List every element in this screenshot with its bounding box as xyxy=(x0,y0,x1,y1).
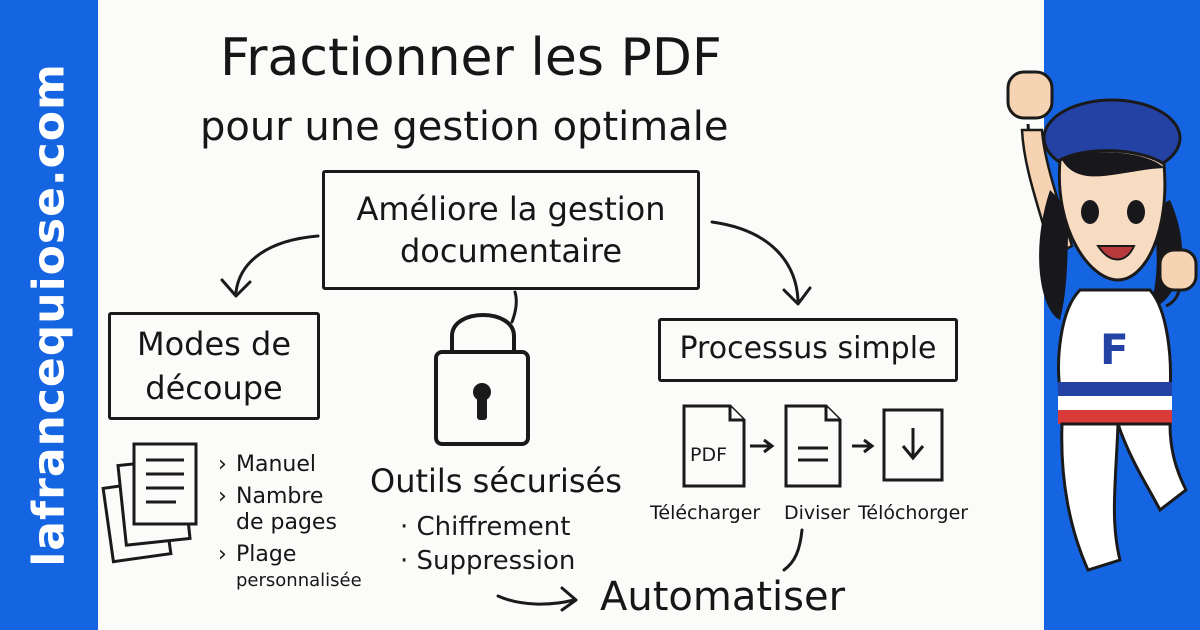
process-step-label: Télóchorger xyxy=(858,502,969,524)
center-node-box xyxy=(322,170,700,290)
left-brand-bar: lafrancequiose.com xyxy=(0,0,98,630)
diagram-subtitle: pour une gestion optimale xyxy=(200,104,729,150)
modes-item-text-2: personnalisée xyxy=(236,570,362,591)
modes-list-item: Plage personnalisée xyxy=(218,542,378,594)
center-node-label: Améliore la gestion documentaire xyxy=(322,188,700,272)
process-node-label: Processus simple xyxy=(679,331,937,366)
process-node-box xyxy=(658,318,958,382)
diagram-title: Fractionner les PDF xyxy=(220,28,722,88)
tools-list-item: Suppression xyxy=(400,544,576,578)
process-step-label: Diviser xyxy=(784,502,850,524)
mascot-illustration: F xyxy=(1006,70,1198,572)
modes-item-text: Manuel xyxy=(236,452,316,477)
modes-list: Manuel Nambre de pages Plage personnalis… xyxy=(218,452,378,600)
automate-node-label: Automatiser xyxy=(600,574,846,620)
mascot-shirt-letter: F xyxy=(1100,325,1129,374)
process-step-label: Télécharger xyxy=(650,502,761,524)
modes-node-line-1: Modes de xyxy=(136,325,292,363)
modes-item-text: Plage xyxy=(236,542,297,567)
modes-node-line-2: découpe xyxy=(145,369,283,407)
modes-list-item: Nambre de pages xyxy=(218,484,378,536)
modes-item-text: Nambre xyxy=(236,484,324,509)
tools-node-label: Outils sécurisés xyxy=(370,462,622,500)
center-node-line-2: documentaire xyxy=(399,232,623,270)
modes-item-text-2: de pages xyxy=(236,510,337,535)
modes-node-label: Modes de découpe xyxy=(108,322,320,410)
modes-node-box xyxy=(108,312,320,420)
center-node-line-1: Améliore la gestion xyxy=(356,190,666,228)
site-name: lafrancequiose.com xyxy=(23,63,75,567)
tools-list: Chiffrement Suppression xyxy=(400,510,576,578)
modes-list-item: Manuel xyxy=(218,452,378,478)
tools-list-item: Chiffrement xyxy=(400,510,575,544)
